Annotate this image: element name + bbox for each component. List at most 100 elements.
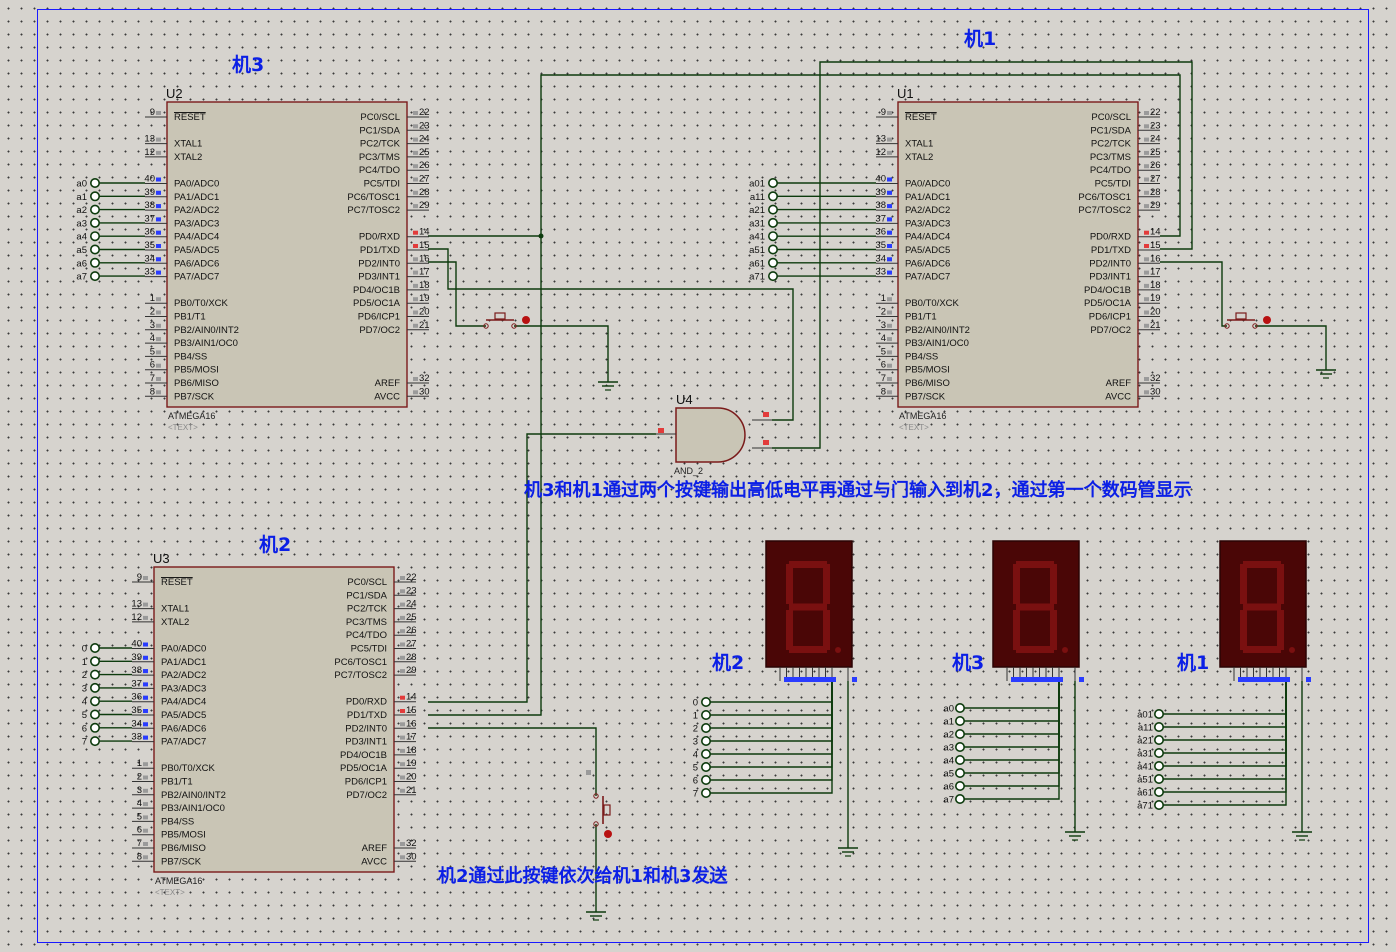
pin-number: 27 (406, 639, 417, 650)
terminal-pin (1154, 799, 1165, 810)
pin-number: 1 (881, 293, 886, 304)
pin-number: 2 (137, 772, 142, 783)
pin-marker (1144, 177, 1149, 182)
gate-part: AND_2 (674, 466, 703, 476)
pin-name: PA4/ADC4 (174, 232, 219, 243)
pin-state-marker (887, 257, 892, 262)
seven-seg-display-2 (992, 540, 1084, 682)
pin-number: 9 (881, 107, 886, 118)
pin-name: PD1/TXD (347, 710, 387, 721)
segment-a (789, 561, 827, 568)
pin-name: PC2/TCK (360, 139, 401, 150)
segment-c (823, 610, 830, 650)
pin-name: PA7/ADC7 (174, 272, 219, 283)
pin-marker (413, 297, 418, 302)
pin-marker (413, 164, 418, 169)
wire (1255, 325, 1327, 370)
pin-marker (143, 576, 148, 580)
pin-number: 17 (1150, 267, 1161, 278)
pin-marker (413, 177, 418, 182)
annotation-button: 机2通过此按键依次给机1和机3发送 (438, 866, 728, 887)
pin-marker (413, 283, 418, 288)
pin-marker (887, 377, 892, 381)
wire (1163, 681, 1287, 754)
pin-marker (887, 297, 892, 302)
wire (710, 681, 833, 716)
pin-name: PC6/TOSC1 (334, 657, 387, 668)
pin-marker (156, 377, 161, 381)
pin-number: 30 (419, 386, 430, 397)
pin-state-marker (143, 642, 148, 647)
pin-number: 1 (150, 293, 155, 304)
pin-name: PB7/SCK (161, 856, 202, 867)
gate-pin-marker (763, 412, 769, 417)
pin-number: 14 (1150, 227, 1161, 238)
segment-d (1016, 646, 1054, 653)
terminal-label: a41 (749, 232, 765, 243)
pin-number: 27 (1150, 174, 1161, 185)
terminal-label: a51 (1137, 775, 1153, 786)
pin-number: 23 (1150, 120, 1161, 131)
sheet-border (37, 9, 1369, 943)
pin-state-marker (143, 735, 148, 740)
display-bus-marker (784, 677, 836, 682)
pin-name: XTAL2 (905, 152, 933, 163)
ground-u2 (598, 381, 618, 391)
pin-state-marker (156, 257, 161, 262)
terminal-pin (90, 682, 101, 693)
terminal-pin (954, 728, 965, 739)
terminal-pin (700, 774, 711, 785)
pin-number: 16 (1150, 253, 1161, 264)
pin-marker (156, 310, 161, 315)
pin-number: 7 (137, 838, 142, 849)
pin-number: 4 (137, 798, 142, 809)
pin-number: 27 (419, 174, 430, 185)
pin-marker (887, 310, 892, 315)
pin-number: 39 (131, 652, 142, 663)
pin-marker (413, 323, 418, 328)
terminal-label: a6 (943, 782, 954, 793)
pin-name: PA0/ADC0 (174, 179, 219, 190)
pin-name: PB1/T1 (161, 777, 193, 788)
wire (964, 681, 1060, 800)
pin-marker (400, 615, 405, 620)
button-contact (593, 821, 599, 827)
pin-number: 28 (419, 187, 430, 198)
terminal-pin (767, 191, 778, 202)
pin-number: 19 (419, 293, 430, 304)
wire (710, 681, 833, 703)
pin-marker (1144, 111, 1149, 115)
pin-number: 35 (131, 705, 142, 716)
gate-pin-marker (763, 440, 769, 445)
pin-marker (887, 150, 892, 155)
pin-state-marker (156, 230, 161, 235)
pin-name: PC4/TDO (346, 630, 387, 641)
chip-ref: U3 (153, 551, 170, 566)
terminal-pin (767, 217, 778, 228)
pin-name: PD5/OC1A (340, 763, 388, 774)
pin-marker (887, 363, 892, 368)
pin-name: PA3/ADC3 (161, 683, 206, 694)
pin-state-marker (887, 230, 892, 235)
pin-number: 33 (131, 732, 142, 743)
pin-name: PA1/ADC1 (174, 192, 219, 203)
pin-name: PB6/MISO (174, 378, 219, 389)
pin-number: 5 (881, 346, 886, 357)
pin-name: XTAL1 (905, 139, 933, 150)
pin-name: PC5/TDI (364, 179, 400, 190)
pin-name: AREF (362, 843, 388, 854)
seven-seg-display-3 (1219, 540, 1311, 682)
pin-name: PD4/OC1B (353, 285, 400, 296)
terminal-pin (954, 715, 965, 726)
terminal-label: a01 (1137, 710, 1153, 721)
pin-state-marker (156, 177, 161, 182)
segment-f (1240, 564, 1247, 604)
pin-number: 14 (406, 692, 417, 703)
pin-marker (1144, 244, 1149, 248)
pin-marker (413, 244, 418, 248)
pin-number: 17 (406, 732, 417, 743)
terminal-label: 6 (693, 776, 698, 787)
pin-name: PC5/TDI (351, 644, 387, 655)
wire (514, 325, 609, 382)
